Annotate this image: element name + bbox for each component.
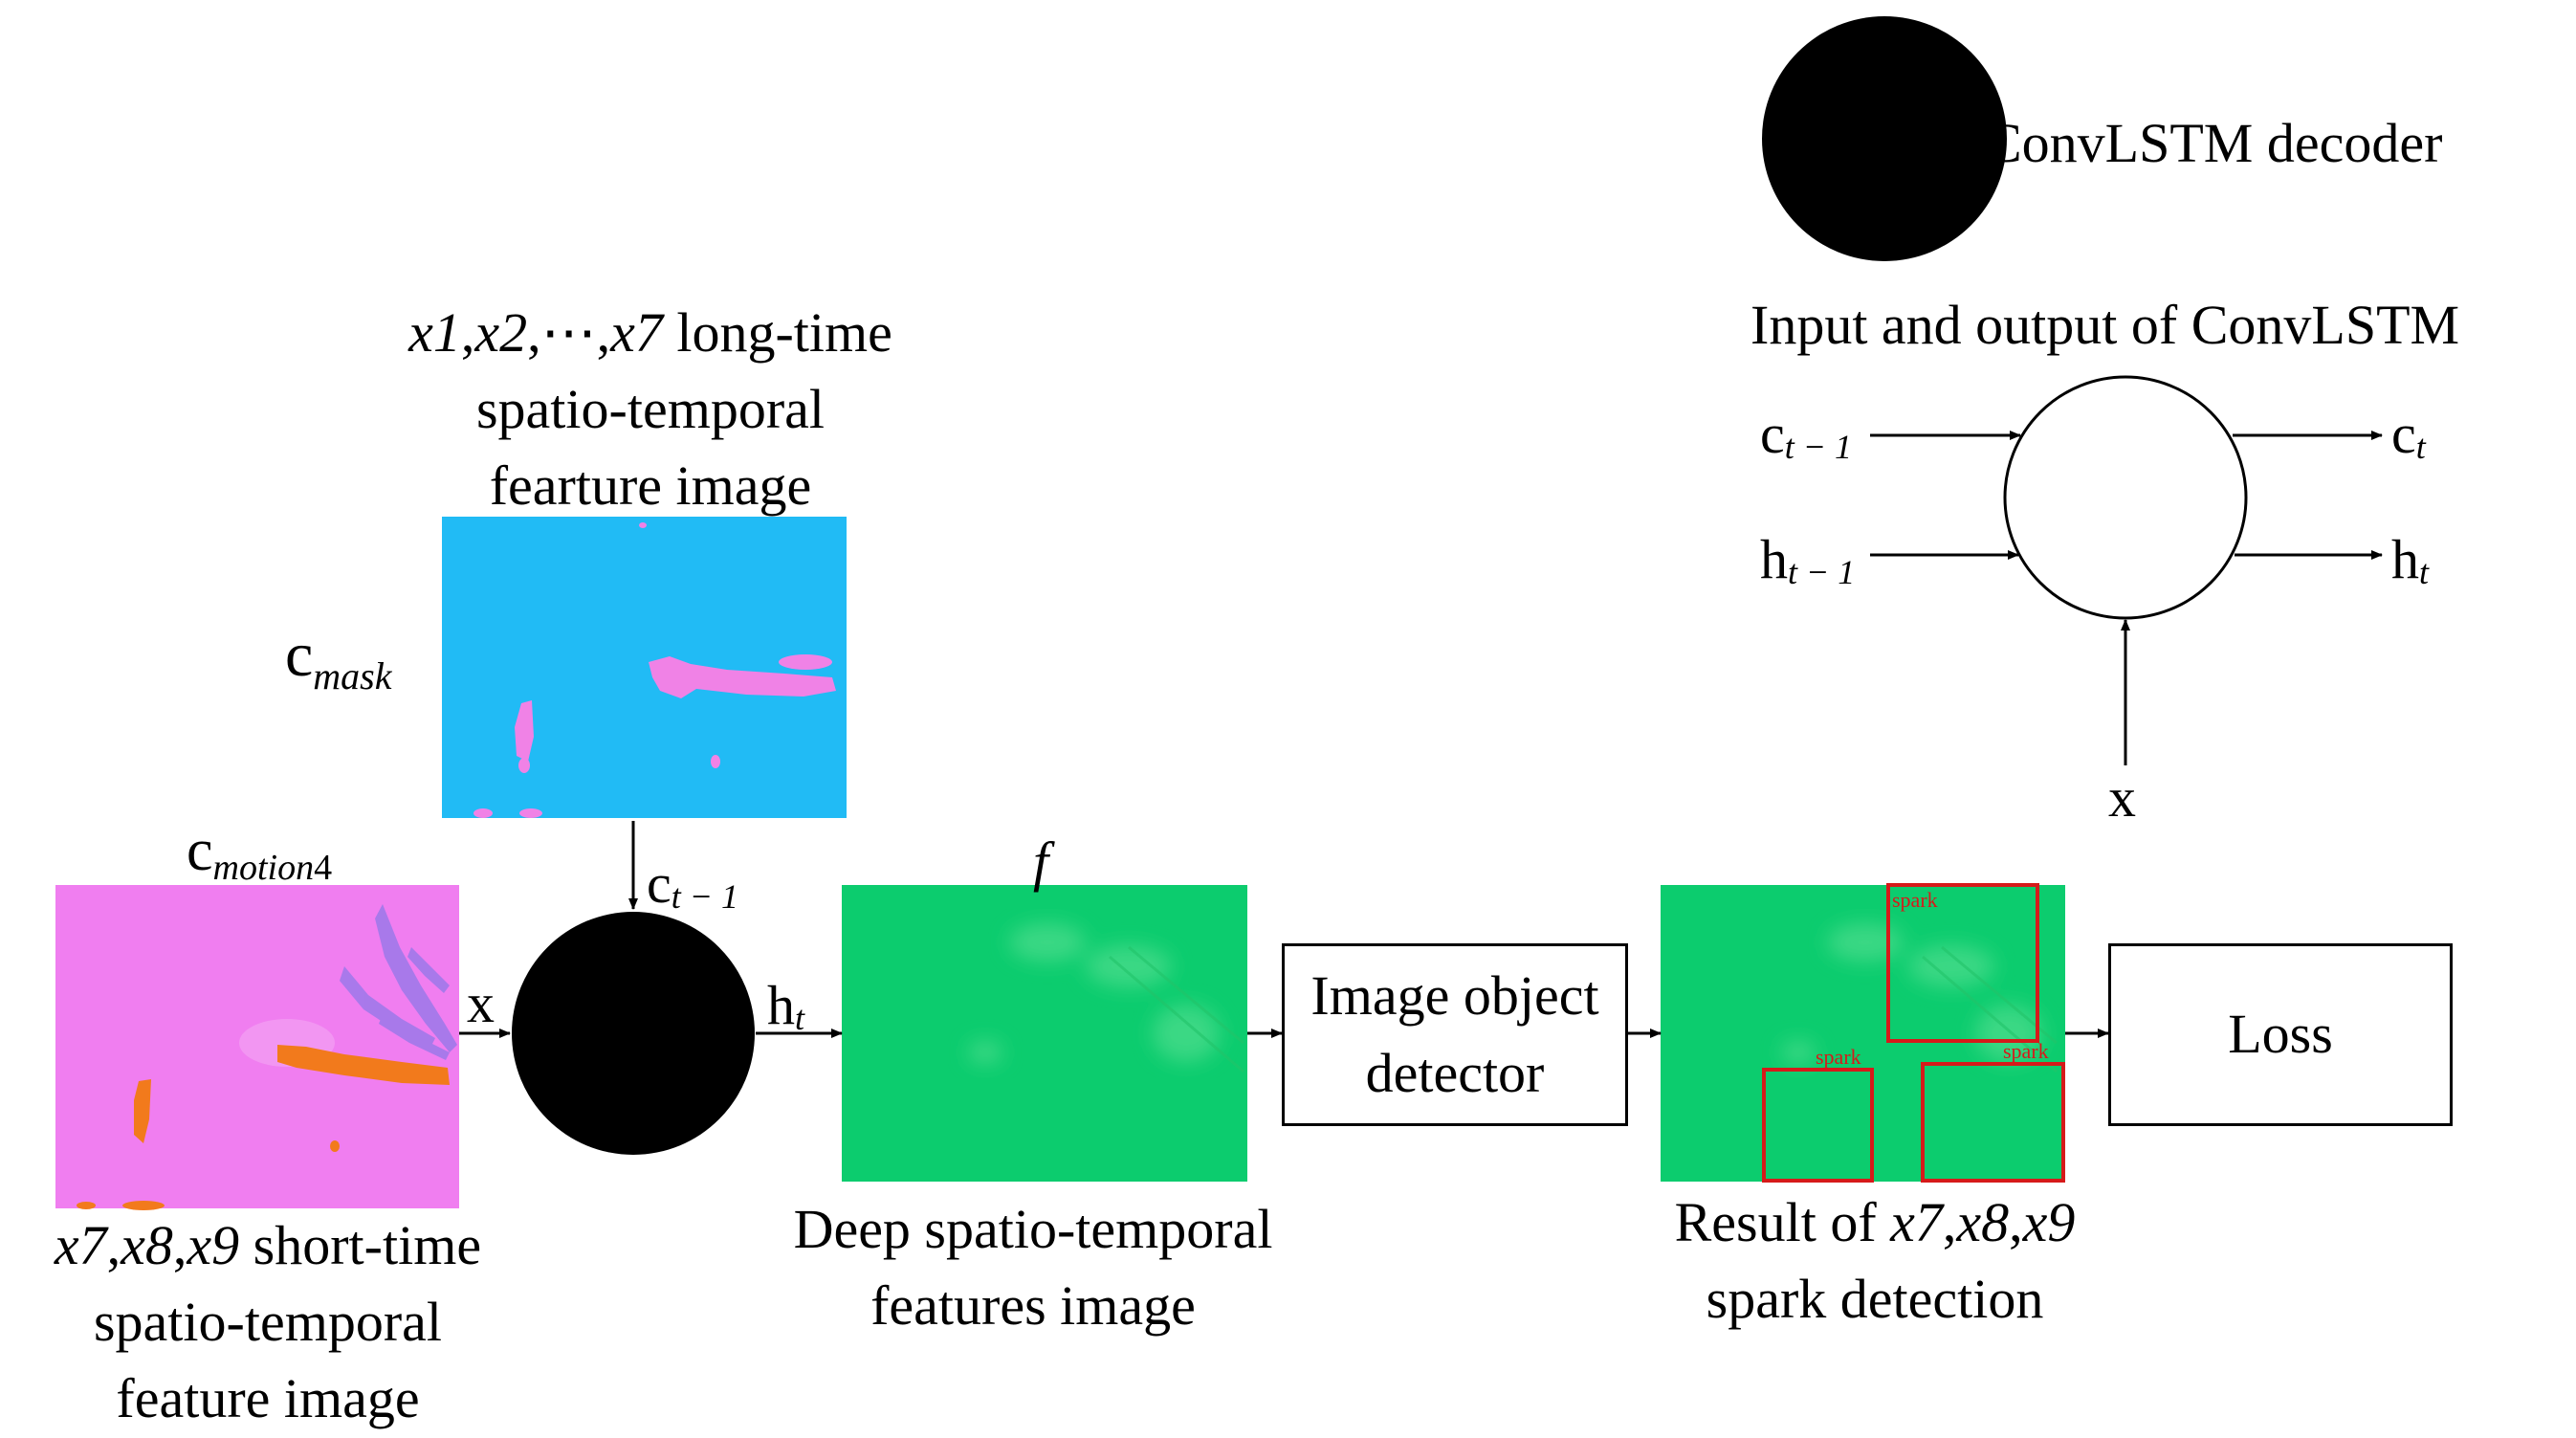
features-caption-line2: features image [870, 1274, 1196, 1338]
mask-symbol: cmask [285, 620, 392, 697]
detector-line2: detector [1365, 1041, 1545, 1104]
detection-box-3 [1921, 1062, 2065, 1183]
result-caption-line1: Result of x7,x8,x9 [1674, 1191, 2076, 1253]
detection-label-2: spark [1816, 1045, 1861, 1069]
legend-decoder-circle [1762, 16, 2007, 261]
motion-image [55, 885, 459, 1210]
long-time-caption: x1,x2,⋯,x7 long-time spatio-temporal fea… [363, 295, 937, 524]
detection-label-1: spark [1892, 888, 1938, 912]
legend-c-prev: ct − 1 [1760, 403, 1853, 466]
detection-box-2 [1762, 1068, 1874, 1183]
features-caption-line1: Deep spatio-temporal [793, 1198, 1273, 1260]
loss-box: Loss [2108, 943, 2453, 1126]
result-caption: Result of x7,x8,x9 spark detection [1588, 1184, 2162, 1338]
legend-c-out: ct [2391, 403, 2426, 466]
flow-c-prev-label: ct − 1 [647, 852, 739, 916]
short-time-caption: x7,x8,x9 short-time spatio-temporal feat… [0, 1207, 536, 1437]
long-time-caption-line3: fearture image [489, 454, 812, 518]
flow-f-label: f [1033, 830, 1049, 893]
long-time-caption-line1: x1,x2,⋯,x7 long-time [408, 301, 892, 364]
detector-box: Image object detector [1282, 943, 1628, 1126]
result-image [1661, 885, 2065, 1182]
legend-decoder-label: ConvLSTM decoder [1985, 112, 2443, 174]
detection-box-1 [1886, 883, 2039, 1043]
detector-line1: Image object [1310, 964, 1599, 1028]
legend-x-in: x [2108, 766, 2136, 829]
legend-h-prev: ht − 1 [1760, 528, 1856, 591]
decoder-circle [512, 912, 755, 1155]
short-time-caption-line1: x7,x8,x9 short-time [54, 1214, 482, 1276]
short-time-caption-line2: spatio-temporal [93, 1291, 442, 1354]
legend-h-out: ht [2391, 528, 2430, 591]
short-time-caption-line3: feature image [116, 1367, 420, 1430]
legend-io-title: Input and output of ConvLSTM [1750, 294, 2460, 356]
features-image [842, 885, 1247, 1182]
features-caption: Deep spatio-temporal features image [698, 1191, 1368, 1344]
result-caption-line2: spark detection [1706, 1268, 2044, 1331]
flow-h-label: ht [767, 974, 805, 1037]
loss-label: Loss [2228, 1003, 2333, 1066]
legend-convlstm-circle [2003, 375, 2248, 620]
flow-x-label: x [467, 972, 495, 1034]
detection-label-3: spark [2003, 1039, 2049, 1063]
mask-image [442, 517, 847, 818]
long-time-caption-line2: spatio-temporal [475, 378, 825, 441]
motion-symbol: cmotion4 [187, 818, 333, 888]
